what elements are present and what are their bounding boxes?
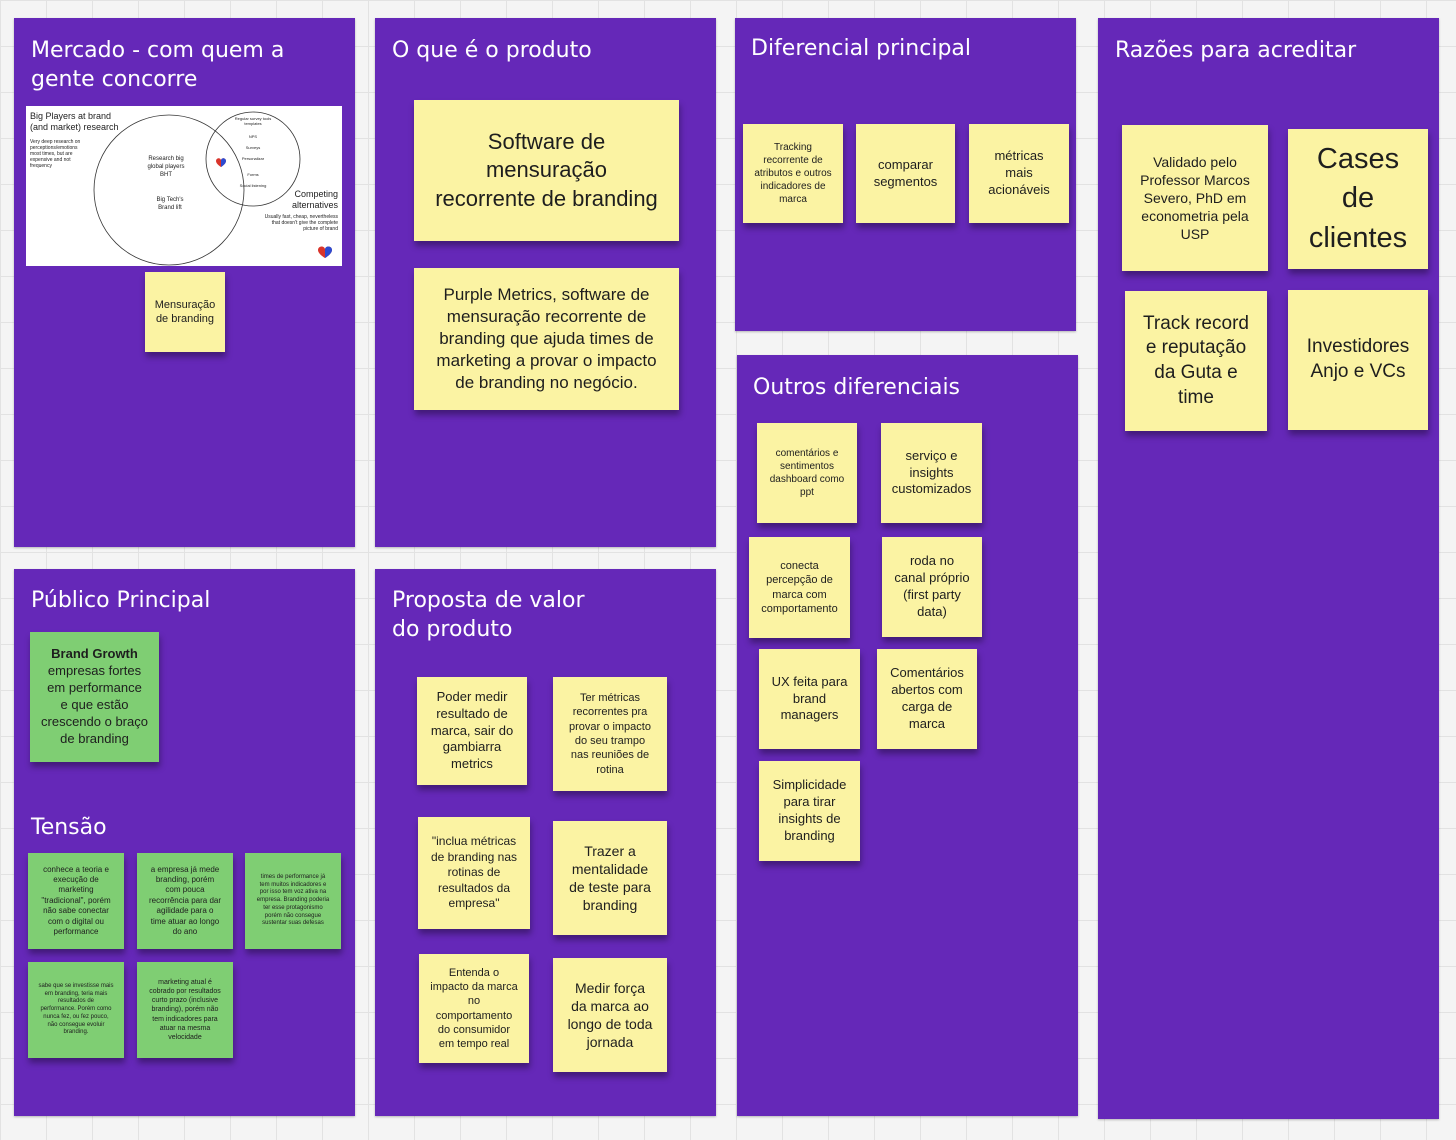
sticky-note-green[interactable]: conhece a teoria e execução de marketing… — [28, 853, 124, 949]
venn-subtext: Very deep research on perceptions/emotio… — [30, 139, 81, 169]
frame-title-publico: Público Principal — [31, 588, 211, 613]
venn-small-item-1: Regular survey tools templates — [234, 116, 272, 126]
sticky-text: empresas fortes em performance e que est… — [41, 663, 148, 746]
venn-big-circle — [93, 114, 245, 266]
venn-small-item-3: Surveys — [245, 145, 261, 150]
frame-title-proposta: Proposta de valor do produto — [392, 588, 585, 642]
sticky-note[interactable]: serviço e insights customizados — [881, 423, 982, 523]
sticky-note[interactable]: Track record e reputação da Guta e time — [1125, 291, 1267, 431]
sticky-note[interactable]: "inclua métricas de branding nas rotinas… — [418, 817, 530, 929]
frame-title-produto: O que é o produto — [392, 38, 592, 63]
sticky-note[interactable]: Poder medir resultado de marca, sair do … — [417, 677, 527, 785]
sticky-note[interactable]: métricas mais acionáveis — [969, 124, 1069, 223]
sticky-note[interactable]: Validado pelo Professor Marcos Severo, P… — [1122, 125, 1268, 271]
frame-title-outros: Outros diferenciais — [753, 375, 961, 400]
sticky-note[interactable]: Simplicidade para tirar insights de bran… — [759, 761, 860, 861]
sticky-note[interactable]: Software de mensuração recorrente de bra… — [414, 100, 679, 241]
sticky-note[interactable]: comentários e sentimentos dashboard como… — [757, 423, 857, 523]
sticky-note[interactable]: Trazer a mentalidade de teste para brand… — [553, 821, 667, 935]
sticky-note[interactable]: Investidores Anjo e VCs — [1288, 290, 1428, 430]
sticky-note[interactable]: Purple Metrics, software de mensuração r… — [414, 268, 679, 410]
sticky-note[interactable]: Entenda o impacto da marca no comportame… — [419, 954, 529, 1063]
venn-small-item-6: Social listening — [239, 183, 267, 188]
venn-diagram — [93, 111, 332, 266]
venn-small-item-4: Personalizar — [241, 156, 265, 161]
venn-small-item-2: NPS — [248, 134, 258, 139]
venn-competing-subtext: Usually fast, cheap, nevertheless that d… — [264, 214, 338, 232]
sticky-bold-title: Brand Growth — [51, 646, 138, 662]
venn-heart-icon — [216, 158, 226, 167]
frame-title-diferencial: Diferencial principal — [751, 36, 971, 61]
frame-title-razoes: Razões para acreditar — [1115, 38, 1357, 63]
venn-small-item-5: Forms — [247, 172, 259, 177]
sticky-note[interactable]: UX feita para brand managers — [759, 649, 860, 749]
sticky-note[interactable]: Tracking recorrente de atributos e outro… — [743, 124, 843, 223]
sticky-note[interactable]: comparar segmentos — [856, 124, 955, 223]
sticky-note[interactable]: Cases de clientes — [1288, 129, 1428, 269]
frame-title-mercado: Mercado - com quem a gente concorre — [31, 38, 285, 92]
sticky-note[interactable]: Medir força da marca ao longo de toda jo… — [553, 958, 667, 1072]
venn-big-tech-label: Big Tech's Brand lift — [156, 197, 184, 211]
sticky-note-green[interactable]: times de performance já tem muitos indic… — [245, 853, 341, 949]
sticky-note[interactable]: Mensuração de branding — [145, 272, 225, 352]
brand-logo-icon — [318, 246, 332, 258]
market-venn-image[interactable]: Big Players at brand (and market) resear… — [26, 106, 342, 266]
venn-competing-label: Competing alternatives — [291, 189, 338, 210]
sticky-note-green[interactable]: Brand Growth empresas fortes em performa… — [30, 632, 159, 762]
sticky-note-green[interactable]: marketing atual é cobrado por resultados… — [137, 962, 233, 1058]
sticky-note-green[interactable]: sabe que se investisse mais em branding,… — [28, 962, 124, 1058]
sticky-note-green[interactable]: a empresa já mede branding, porém com po… — [137, 853, 233, 949]
venn-small-circle — [205, 111, 301, 207]
venn-center-label: Research big global players BHT — [147, 156, 185, 178]
sticky-note[interactable]: conecta percepção de marca com comportam… — [749, 537, 850, 638]
venn-heading: Big Players at brand (and market) resear… — [30, 111, 119, 132]
frame-title-tensao: Tensão — [31, 815, 107, 840]
sticky-note[interactable]: roda no canal próprio (first party data) — [882, 537, 982, 637]
sticky-note[interactable]: Comentários abertos com carga de marca — [877, 649, 977, 749]
sticky-note[interactable]: Ter métricas recorrentes pra provar o im… — [553, 677, 667, 791]
